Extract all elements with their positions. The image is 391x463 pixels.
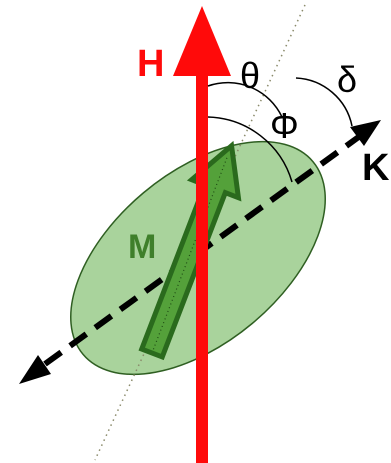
angle-theta-label: θ bbox=[240, 55, 260, 96]
field-arrowhead bbox=[173, 6, 231, 76]
angle-phi-arc bbox=[207, 116, 293, 183]
anisotropy-axis-arrowhead-lower bbox=[19, 355, 51, 384]
anisotropy-axis-arrowhead-upper bbox=[350, 120, 381, 146]
field-arrow-shaft bbox=[196, 68, 208, 463]
dotted-reference-line bbox=[94, 4, 306, 461]
field-label: H bbox=[137, 43, 164, 85]
magnetization-label: M bbox=[128, 228, 156, 266]
angle-delta-arc bbox=[295, 77, 353, 127]
anisotropy-axis-label: K bbox=[362, 147, 390, 189]
angle-delta-label: δ bbox=[337, 59, 357, 100]
angle-theta-arc bbox=[207, 81, 283, 118]
angle-phi-label: Φ bbox=[270, 105, 299, 146]
